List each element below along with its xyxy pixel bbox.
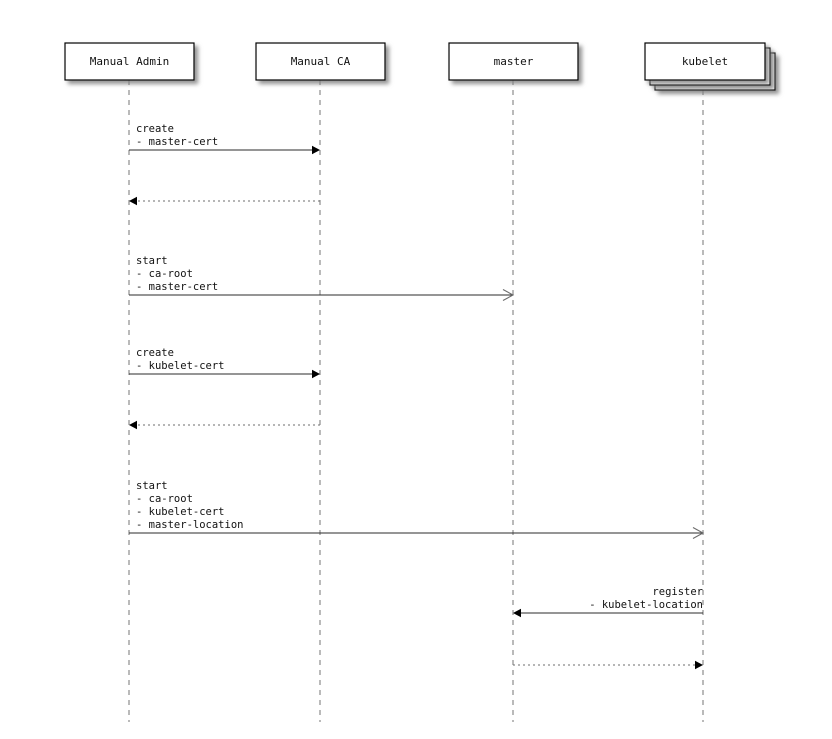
- participant-box-admin[interactable]: Manual Admin: [64, 42, 195, 81]
- participant-box-admin-front: [64, 42, 195, 81]
- msg-start-master-label-line-1: - ca-root: [136, 268, 193, 280]
- msg-create-master-cert[interactable]: create- master-cert: [129, 123, 320, 155]
- msg-start-kubelet-arrowhead: [692, 527, 705, 539]
- participant-label-ca: Manual CA: [291, 55, 351, 68]
- msg-return-master-cert[interactable]: [129, 196, 320, 206]
- msg-return-master-cert-arrowhead: [129, 196, 137, 206]
- msg-start-kubelet-label-line-1: - ca-root: [136, 493, 193, 505]
- msg-register-label-line-0: register: [652, 586, 703, 598]
- participant-boxes-layer: Manual Admin Manual CA master kubelet: [64, 42, 776, 91]
- msg-start-master-label-line-2: - master-cert: [136, 281, 218, 293]
- msg-register-return[interactable]: [513, 660, 703, 670]
- msg-start-kubelet-label-line-0: start: [136, 480, 168, 492]
- msg-create-kubelet-cert[interactable]: create- kubelet-cert: [129, 347, 320, 379]
- msg-register-label-line-1: - kubelet-location: [589, 599, 703, 611]
- participant-box-master-front: [448, 42, 579, 81]
- msg-register-arrowhead: [513, 608, 521, 618]
- msg-register[interactable]: register- kubelet-location: [513, 586, 703, 618]
- msg-create-master-cert-label-line-0: create: [136, 123, 174, 135]
- msg-create-kubelet-cert-arrowhead: [312, 369, 320, 379]
- participant-label-kubelet: kubelet: [682, 55, 728, 68]
- msg-create-kubelet-cert-label-line-1: - kubelet-cert: [136, 360, 225, 372]
- msg-start-kubelet-label-line-2: - kubelet-cert: [136, 506, 225, 518]
- participant-label-master: master: [494, 55, 534, 68]
- msg-start-kubelet[interactable]: start- ca-root- kubelet-cert- master-loc…: [129, 480, 705, 539]
- msg-create-kubelet-cert-label-line-0: create: [136, 347, 174, 359]
- msg-start-master-arrowhead: [502, 289, 515, 301]
- participant-label-admin: Manual Admin: [90, 55, 169, 68]
- msg-return-kubelet-cert-arrowhead: [129, 420, 137, 430]
- msg-create-master-cert-label-line-1: - master-cert: [136, 136, 218, 148]
- msg-start-master[interactable]: start- ca-root- master-cert: [129, 255, 515, 301]
- participant-box-master[interactable]: master: [448, 42, 579, 81]
- msg-create-master-cert-arrowhead: [312, 145, 320, 155]
- lifelines-layer: [128, 80, 704, 722]
- participant-box-kubelet-front: [644, 42, 766, 81]
- participant-box-kubelet[interactable]: kubelet: [644, 42, 776, 91]
- msg-register-return-arrowhead: [695, 660, 703, 670]
- msg-start-master-label-line-0: start: [136, 255, 168, 267]
- participant-box-ca-front: [255, 42, 386, 81]
- msg-start-kubelet-label-line-3: - master-location: [136, 519, 243, 531]
- msg-return-kubelet-cert[interactable]: [129, 420, 320, 430]
- participant-box-ca[interactable]: Manual CA: [255, 42, 386, 81]
